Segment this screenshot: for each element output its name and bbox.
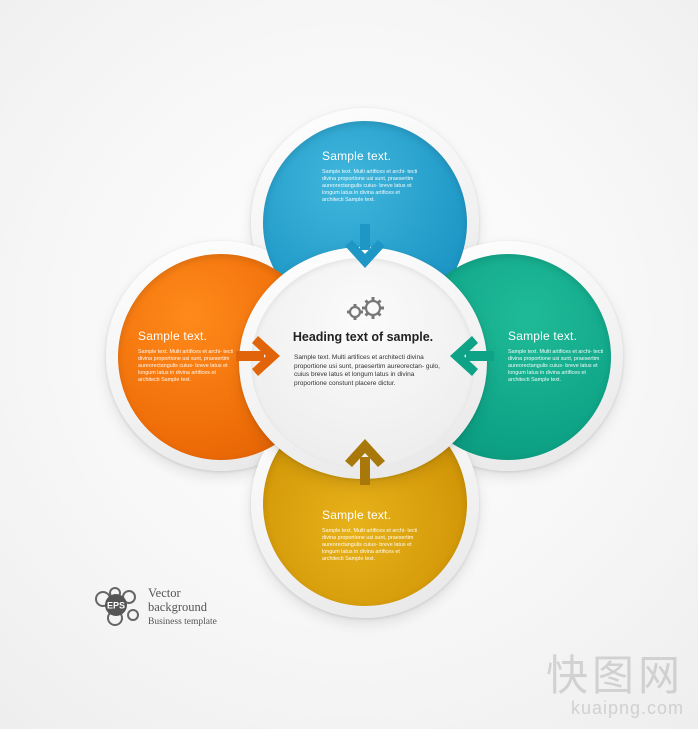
watermark-url: kuaipng.com (570, 698, 684, 718)
right-text-block: Sample text. Sample text. Multi artifice… (508, 329, 608, 384)
center-body: Sample text. Multi artifices et architec… (294, 354, 440, 387)
eps-caption-line2: background (148, 600, 208, 614)
up-arrow-icon (345, 439, 385, 485)
watermark-cn: 快图网 (545, 652, 684, 699)
right-body: Sample text. Multi artifices et archi- t… (508, 349, 604, 383)
eps-logo-text: EPS (107, 601, 125, 611)
bottom-body: Sample text. Multi artifices et archi- t… (322, 528, 418, 562)
bottom-text-block: Sample text. Sample text. Multi artifice… (322, 508, 422, 563)
right-title: Sample text. (508, 329, 578, 343)
top-body: Sample text. Multi artifices et archi- t… (322, 169, 418, 203)
left-body: Sample text. Multi artifices et archi- t… (138, 349, 234, 383)
watermark: 快图网 kuaipng.com (546, 654, 684, 719)
bottom-title: Sample text. (322, 508, 392, 522)
top-title: Sample text. (322, 149, 392, 163)
gears-icon (347, 297, 384, 320)
left-title: Sample text. (138, 329, 208, 343)
eps-logo-icon: EPS (95, 587, 139, 626)
eps-caption: Vector background Business template (148, 586, 217, 630)
top-text-block: Sample text. Sample text. Multi artifice… (322, 149, 422, 204)
eps-caption-line3: Business template (148, 617, 217, 627)
down-arrow-icon (345, 224, 385, 268)
right-arrow-icon (236, 336, 280, 376)
eps-caption-line1: Vector (148, 586, 181, 600)
center-circle (251, 258, 475, 468)
left-arrow-icon (450, 336, 494, 376)
left-text-block: Sample text. Sample text. Multi artifice… (138, 329, 238, 384)
center-heading: Heading text of sample. (292, 330, 434, 344)
